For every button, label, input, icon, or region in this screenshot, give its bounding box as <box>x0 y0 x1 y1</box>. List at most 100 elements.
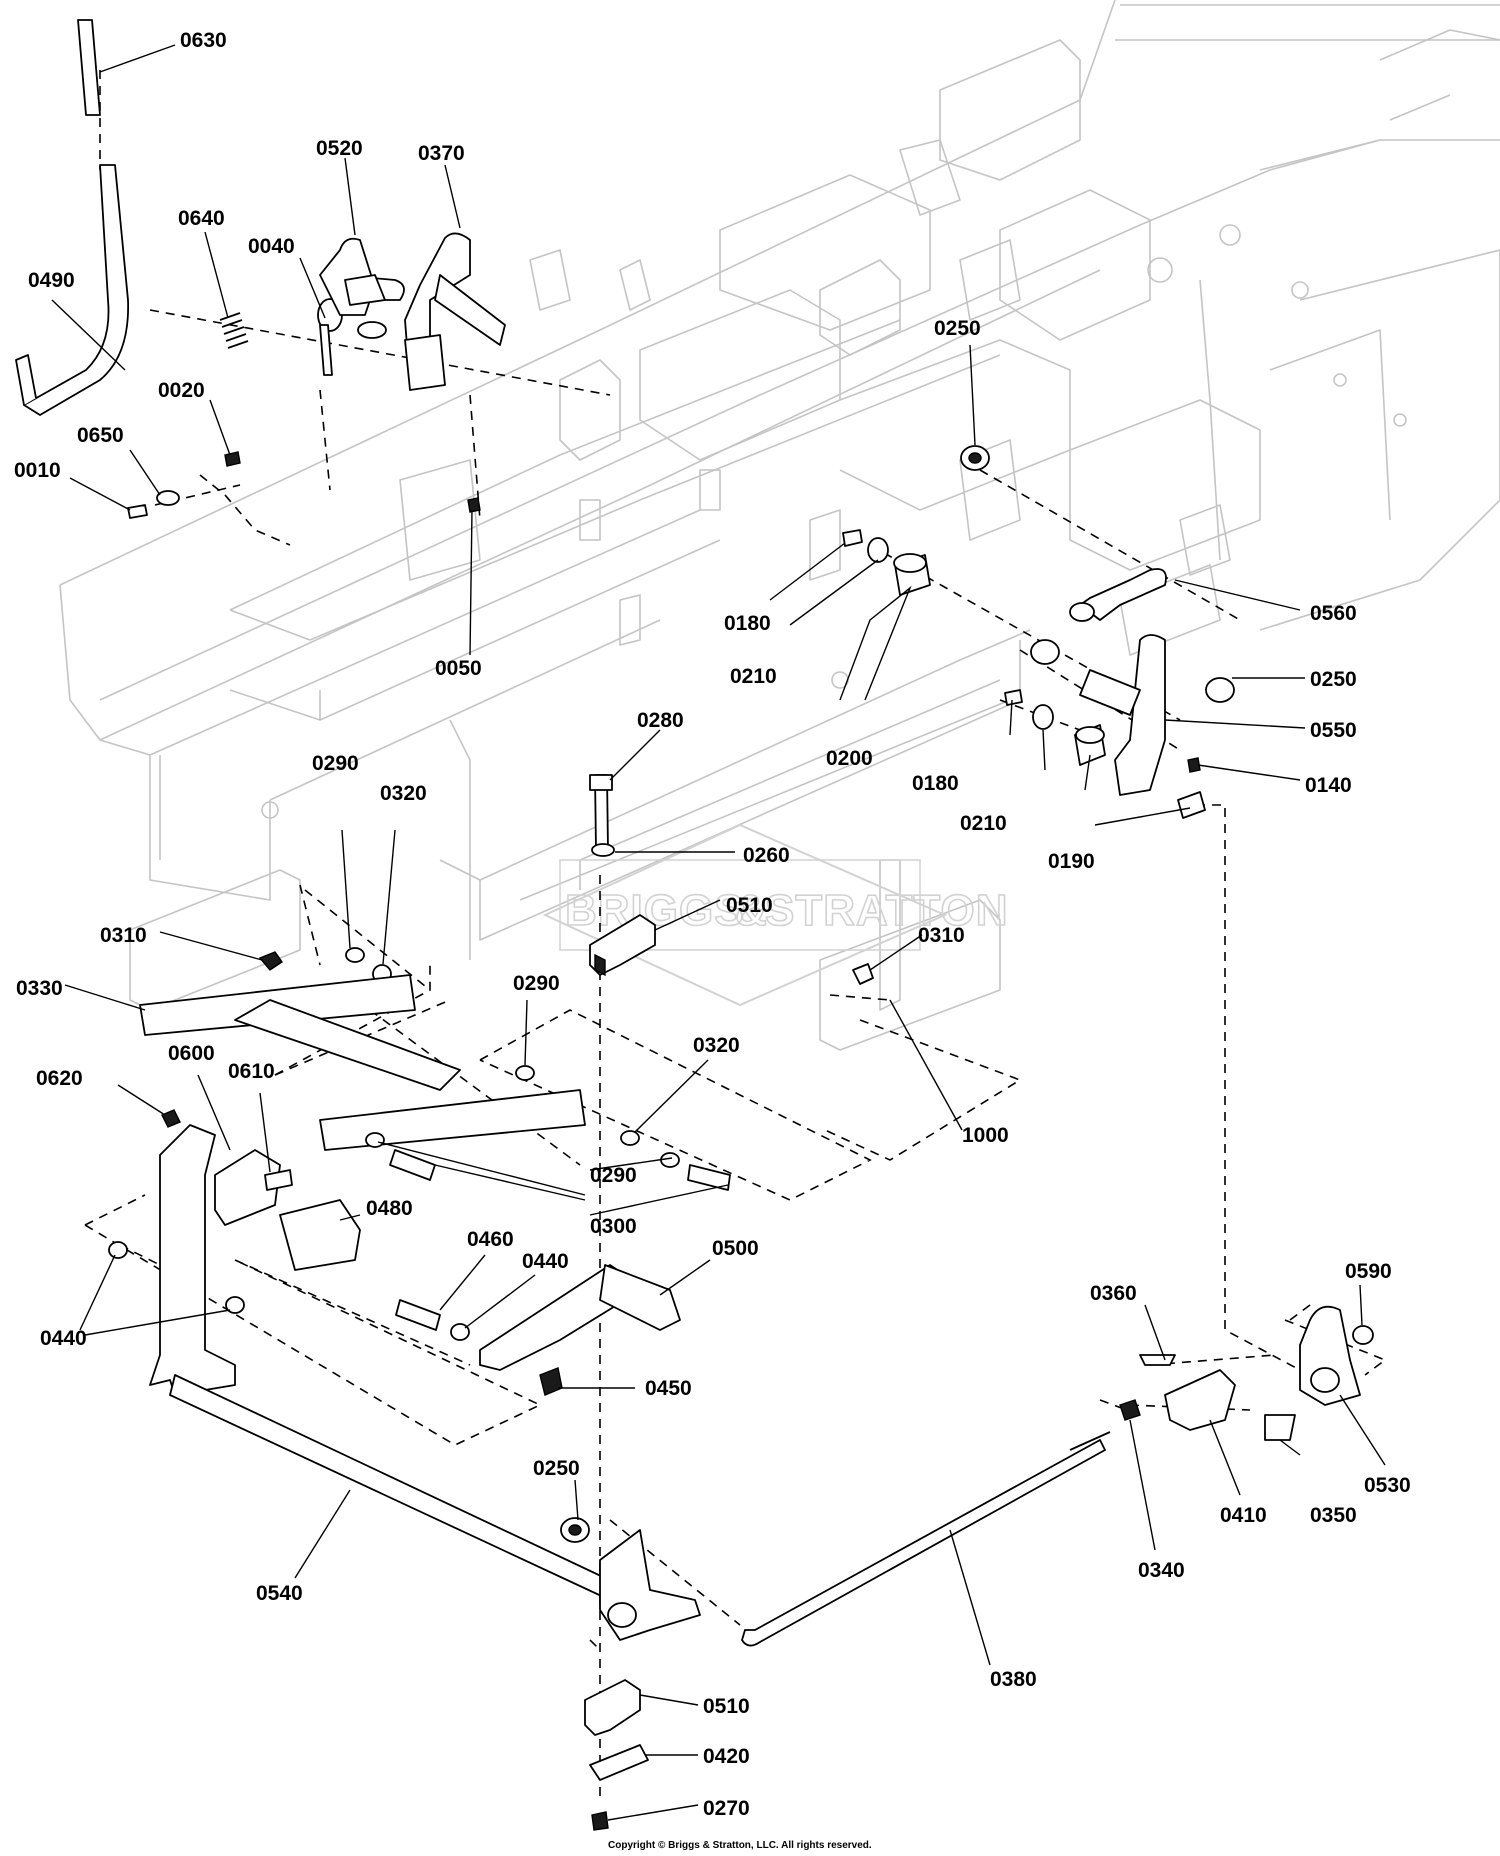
part-0290-washer-d <box>365 1132 385 1148</box>
callout-0330: 0330 <box>16 977 63 1000</box>
part-0460-bolt <box>395 1299 441 1331</box>
callout-0510-lower: 0510 <box>703 1695 750 1718</box>
callout-0420: 0420 <box>703 1745 750 1768</box>
part-0510-clamp-lower <box>584 1679 641 1736</box>
callout-0550: 0550 <box>1310 719 1357 742</box>
callout-0250-lower: 0250 <box>533 1457 580 1480</box>
callout-0050: 0050 <box>435 657 482 680</box>
callout-0180-upper: 0180 <box>724 612 771 635</box>
callout-0200: 0200 <box>826 747 873 770</box>
part-0020-nut <box>224 451 241 467</box>
callout-0480: 0480 <box>366 1197 413 1220</box>
callout-0560: 0560 <box>1310 602 1357 625</box>
callout-0140: 0140 <box>1305 774 1352 797</box>
assembly-lines <box>84 70 1387 1800</box>
callout-0210-upper: 0210 <box>730 665 777 688</box>
callout-0370: 0370 <box>418 142 465 165</box>
callout-0290-a: 0290 <box>312 752 359 775</box>
part-0550-shaft <box>1079 669 1141 716</box>
part-0180-bolt-lower <box>1004 689 1023 706</box>
callout-0260: 0260 <box>743 844 790 867</box>
part-0630-grip <box>77 19 101 116</box>
part-0330-link-lower <box>319 1089 586 1151</box>
callout-0180-lower: 0180 <box>912 772 959 795</box>
part-0520-shaft <box>357 321 387 339</box>
part-0210-washer-lower <box>1032 704 1054 730</box>
part-0500-lever <box>479 1264 626 1371</box>
part-0560-crank <box>1079 568 1167 621</box>
callout-0340: 0340 <box>1138 1559 1185 1582</box>
part-0440-washer-mid <box>225 1296 245 1314</box>
part-0610-bolt <box>264 1169 293 1191</box>
part-0320-bushing-b <box>620 1130 640 1146</box>
callout-0380: 0380 <box>990 1668 1037 1691</box>
callout-0300: 0300 <box>590 1215 637 1238</box>
callout-0270: 0270 <box>703 1797 750 1820</box>
callout-0250-top: 0250 <box>934 317 981 340</box>
part-0180-bolt-upper <box>842 529 863 547</box>
callout-0490: 0490 <box>28 269 75 292</box>
copyright-notice: Copyright © Briggs & Stratton, LLC. All … <box>608 1840 872 1851</box>
part-0270-nut <box>591 1811 609 1831</box>
part-0260-washer <box>591 843 615 857</box>
part-0210-washer-upper <box>867 537 889 563</box>
part-0310-nut-right <box>852 963 874 985</box>
part-0010-bolt <box>127 504 148 519</box>
part-0550-bushing <box>1030 639 1060 665</box>
part-0410-clevis <box>1164 1369 1236 1431</box>
callout-0280: 0280 <box>637 709 684 732</box>
part-0360-pin <box>1139 1354 1176 1366</box>
callout-0410: 0410 <box>1220 1504 1267 1527</box>
part-0540-bracket <box>149 1124 236 1396</box>
callout-0590: 0590 <box>1345 1260 1392 1283</box>
callout-0360: 0360 <box>1090 1282 1137 1305</box>
callout-0010: 0010 <box>14 459 61 482</box>
part-0490-lever <box>23 164 129 416</box>
part-0520-hub <box>344 274 386 306</box>
part-0190-bushing-b <box>1177 791 1206 819</box>
callout-0440-right: 0440 <box>522 1250 569 1273</box>
part-0510-clamp-upper <box>589 914 656 976</box>
part-0370-shaft <box>434 274 506 346</box>
callout-0320-a: 0320 <box>380 782 427 805</box>
part-0290-washer-a <box>345 947 365 963</box>
callout-0460: 0460 <box>467 1228 514 1251</box>
part-0330-plate <box>234 999 461 1091</box>
part-0650-washer <box>156 490 180 506</box>
callout-0320-b: 0320 <box>693 1034 740 1057</box>
watermark-stratton: STRATTON <box>765 886 1008 935</box>
leader-lines <box>51 44 1386 1821</box>
callout-0500: 0500 <box>712 1237 759 1260</box>
parts <box>15 19 1374 1831</box>
part-0420-plate <box>589 1744 649 1781</box>
callout-0210-lower: 0210 <box>960 812 1007 835</box>
part-0340-nut <box>1119 1399 1141 1421</box>
part-0300-bolt-left <box>389 1149 436 1181</box>
callout-0310-right: 0310 <box>918 924 965 947</box>
callout-1000: 1000 <box>962 1124 1009 1147</box>
part-0140-screw <box>1187 757 1201 773</box>
callout-0350: 0350 <box>1310 1504 1357 1527</box>
watermark-ampersand: & <box>735 886 768 935</box>
callout-0450: 0450 <box>645 1377 692 1400</box>
callout-0440-left: 0440 <box>40 1327 87 1350</box>
part-0590-washer <box>1352 1325 1374 1345</box>
part-0550-arm <box>1114 634 1166 796</box>
callout-0640: 0640 <box>178 207 225 230</box>
callout-0600: 0600 <box>168 1042 215 1065</box>
part-0450-nut <box>539 1367 563 1396</box>
callout-0610: 0610 <box>228 1060 275 1083</box>
callout-0540: 0540 <box>256 1582 303 1605</box>
part-0380-thread <box>1069 1431 1111 1451</box>
part-0640-spring <box>219 312 249 349</box>
part-0490-handle-end <box>15 354 37 406</box>
part-0380-rod <box>741 1439 1106 1647</box>
part-0370-block <box>404 334 446 391</box>
part-0300-bolt-right <box>687 1164 731 1191</box>
part-0050-screw <box>467 497 481 513</box>
part-0620-nut <box>161 1109 181 1128</box>
part-0350-bushing <box>1264 1414 1296 1441</box>
callout-0630: 0630 <box>180 29 227 52</box>
part-0600-bracket <box>214 1149 281 1226</box>
